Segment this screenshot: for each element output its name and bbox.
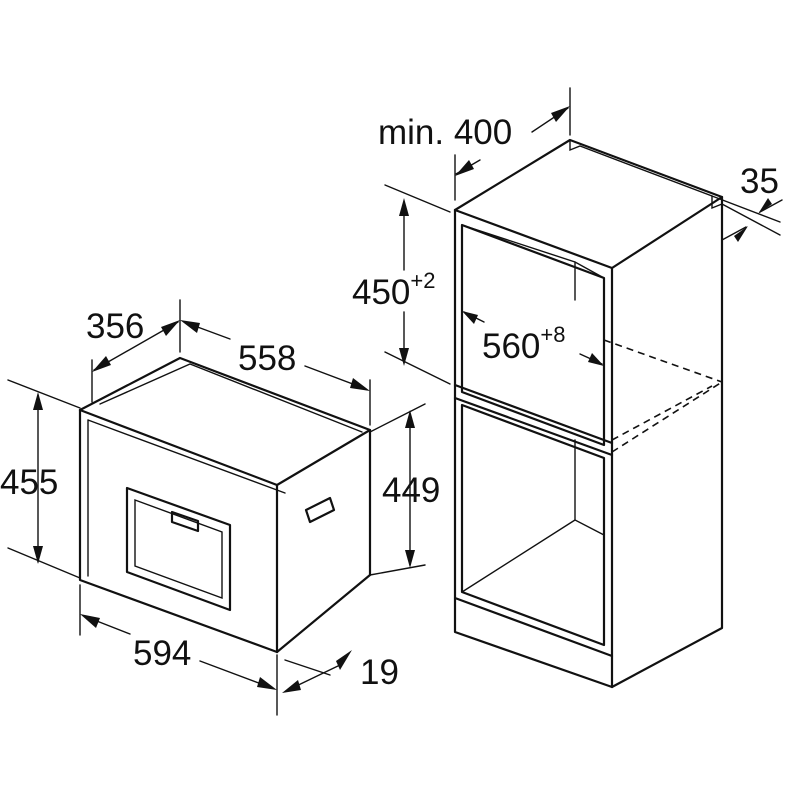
upper-opening [460,223,606,447]
arrow-594-right [257,677,277,690]
niche-width-value: 560 [482,327,540,366]
lower-opening-back [574,439,605,536]
dim-35-line-a [721,226,747,241]
arrow-356-right [161,320,180,336]
niche-height-tolerance: +2 [410,268,435,293]
label-top-depth-558: 558 [238,339,296,378]
arrow-19-a [282,680,301,693]
label-min-depth-400: min. 400 [378,113,512,152]
appliance-body-top-line [99,363,363,433]
cabinet-dimensions [384,87,783,385]
arrow-19-b [336,650,352,670]
appliance-side [275,428,372,654]
arrow-35-a [734,226,748,242]
arrow-450-top [399,198,409,216]
cabinet-side [610,195,724,689]
dimension-labels: 356 558 455 449 594 19 min. 400 35 450+2… [0,113,779,692]
coffee-spout [170,510,200,533]
hidden-shelf-front [611,381,723,453]
cabinet-front-outer [453,208,614,658]
ext-35-a [711,195,781,223]
cabinet-bottom-front [453,596,614,689]
middle-shelf [453,383,614,457]
arrow-558-left [180,320,200,333]
appliance-front-frame [78,408,279,654]
arrow-449-top [405,410,415,428]
arrow-35-b [758,198,772,214]
dispenser-inner [134,498,223,600]
ext-449-top [369,403,426,433]
arrow-560-right [588,353,604,366]
niche-width-tolerance: +8 [540,322,565,347]
arrow-594-left [80,614,100,628]
cabinet-back-step [569,139,723,210]
cabinet-top [453,138,724,270]
arrow-356-left [92,356,111,372]
label-side-height-449: 449 [382,471,440,510]
appliance-panel-thickness [87,419,286,577]
arrow-558-right [350,378,370,391]
dim-35-line-b [759,199,783,213]
appliance-drawing [78,356,372,654]
arrow-449-bottom [405,550,415,568]
arrow-450-bottom [399,348,409,366]
ext-450-top [384,184,451,213]
arrow-400-right [551,106,570,122]
appliance-dimensions [7,299,426,716]
label-niche-width-560: 560+8 [482,322,566,366]
arrow-400-left [455,160,474,176]
hidden-shelf-top [603,339,723,383]
niche-height-value: 450 [352,273,410,312]
hidden-shelf-back [611,385,713,441]
label-height-455: 455 [0,463,58,502]
cabinet-drawing [453,138,724,689]
side-handle [304,496,336,524]
label-width-594: 594 [133,634,191,673]
label-niche-height-450: 450+2 [352,268,436,312]
ext-455-bottom [7,547,81,579]
ext-19 [284,659,331,676]
arrow-560-left [462,311,478,324]
ext-455-top [7,379,81,409]
label-depth-356: 356 [86,307,144,346]
appliance-front-top-edge [78,408,279,487]
ext-35-b [721,203,781,236]
label-back-gap-35: 35 [740,162,779,201]
lower-opening [460,403,606,647]
label-front-panel-19: 19 [360,653,399,692]
ext-449-bottom [369,564,426,576]
appliance-top [78,356,372,487]
lower-shelf-floor [461,519,576,593]
dispenser-opening [125,486,232,612]
arrow-455-top [33,392,43,410]
upper-opening-back [461,224,605,301]
arrow-455-bottom [33,546,43,564]
ext-450-bottom [384,351,451,385]
